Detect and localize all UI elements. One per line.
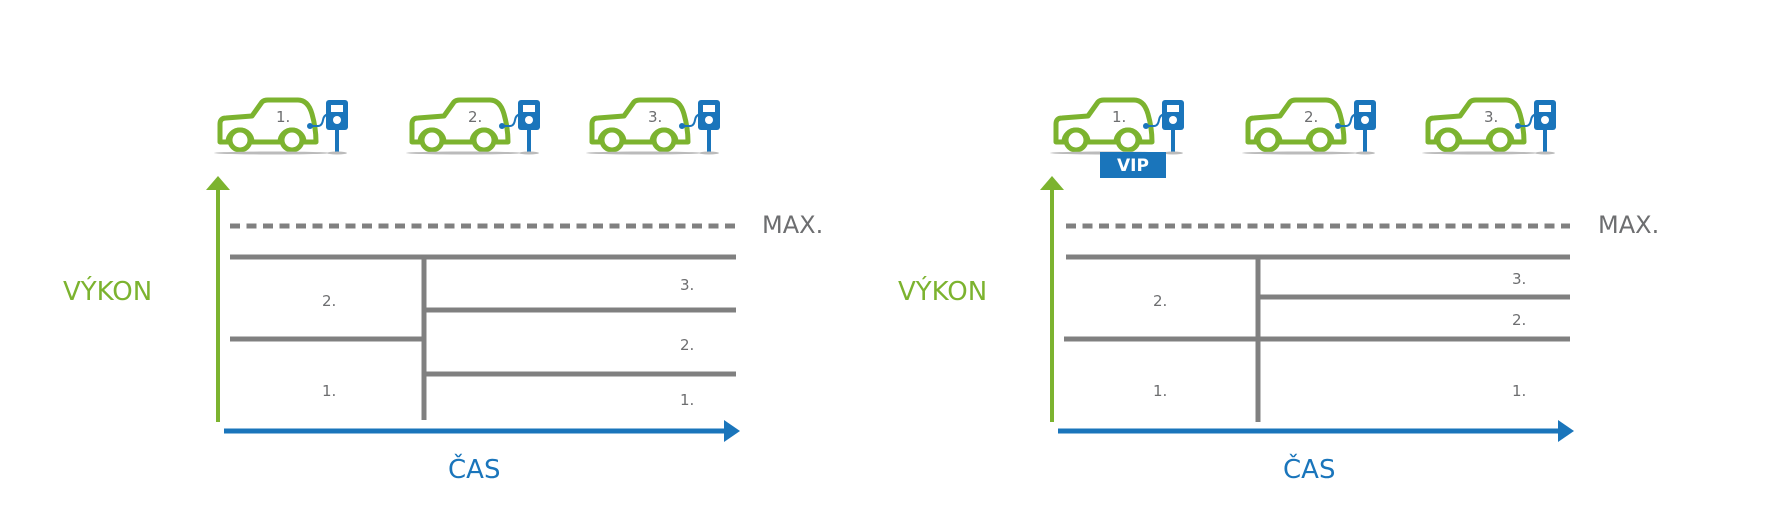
y-axis-label: VÝKON [898, 275, 987, 307]
vip-badge: VIP [1100, 152, 1166, 178]
x-axis-arrow-icon [724, 420, 740, 442]
panel-with-vip: 1. VIP 2. 3. VÝKON ČAS MAX. 2. 1. 3. [898, 100, 1659, 485]
segment-label: 2. [680, 336, 694, 354]
segment-label: 1. [1512, 382, 1526, 400]
car-label: 2. [1304, 108, 1318, 126]
x-axis-label: ČAS [448, 453, 500, 485]
x-axis-label: ČAS [1283, 453, 1335, 485]
car-3: 3. [1422, 100, 1557, 155]
car-1: 1. [1050, 100, 1185, 155]
x-axis-arrow-icon [1558, 420, 1574, 442]
y-axis-arrow-icon [206, 176, 230, 190]
car-label: 3. [648, 108, 662, 126]
segment-label: 1. [680, 391, 694, 409]
car-label: 2. [468, 108, 482, 126]
car-label: 1. [276, 108, 290, 126]
vip-label: VIP [1117, 156, 1149, 176]
segment-label: 3. [680, 276, 694, 294]
segment-label: 1. [322, 382, 336, 400]
segment-label: 3. [1512, 270, 1526, 288]
segment-label: 1. [1153, 382, 1167, 400]
car-2: 2. [1242, 100, 1377, 155]
y-axis-label: VÝKON [63, 275, 152, 307]
car-3: 3. [586, 100, 721, 155]
max-label: MAX. [762, 211, 823, 239]
car-label: 1. [1112, 108, 1126, 126]
max-label: MAX. [1598, 211, 1659, 239]
car-2: 2. [406, 100, 541, 155]
y-axis-arrow-icon [1040, 176, 1064, 190]
segment-label: 2. [1153, 292, 1167, 310]
segment-label: 2. [322, 292, 336, 310]
segment-label: 2. [1512, 311, 1526, 329]
panel-without-vip: 1. 2. 3. VÝKON ČAS MAX. 2. 1. 3. [63, 100, 823, 485]
car-1: 1. [214, 100, 349, 155]
car-label: 3. [1484, 108, 1498, 126]
